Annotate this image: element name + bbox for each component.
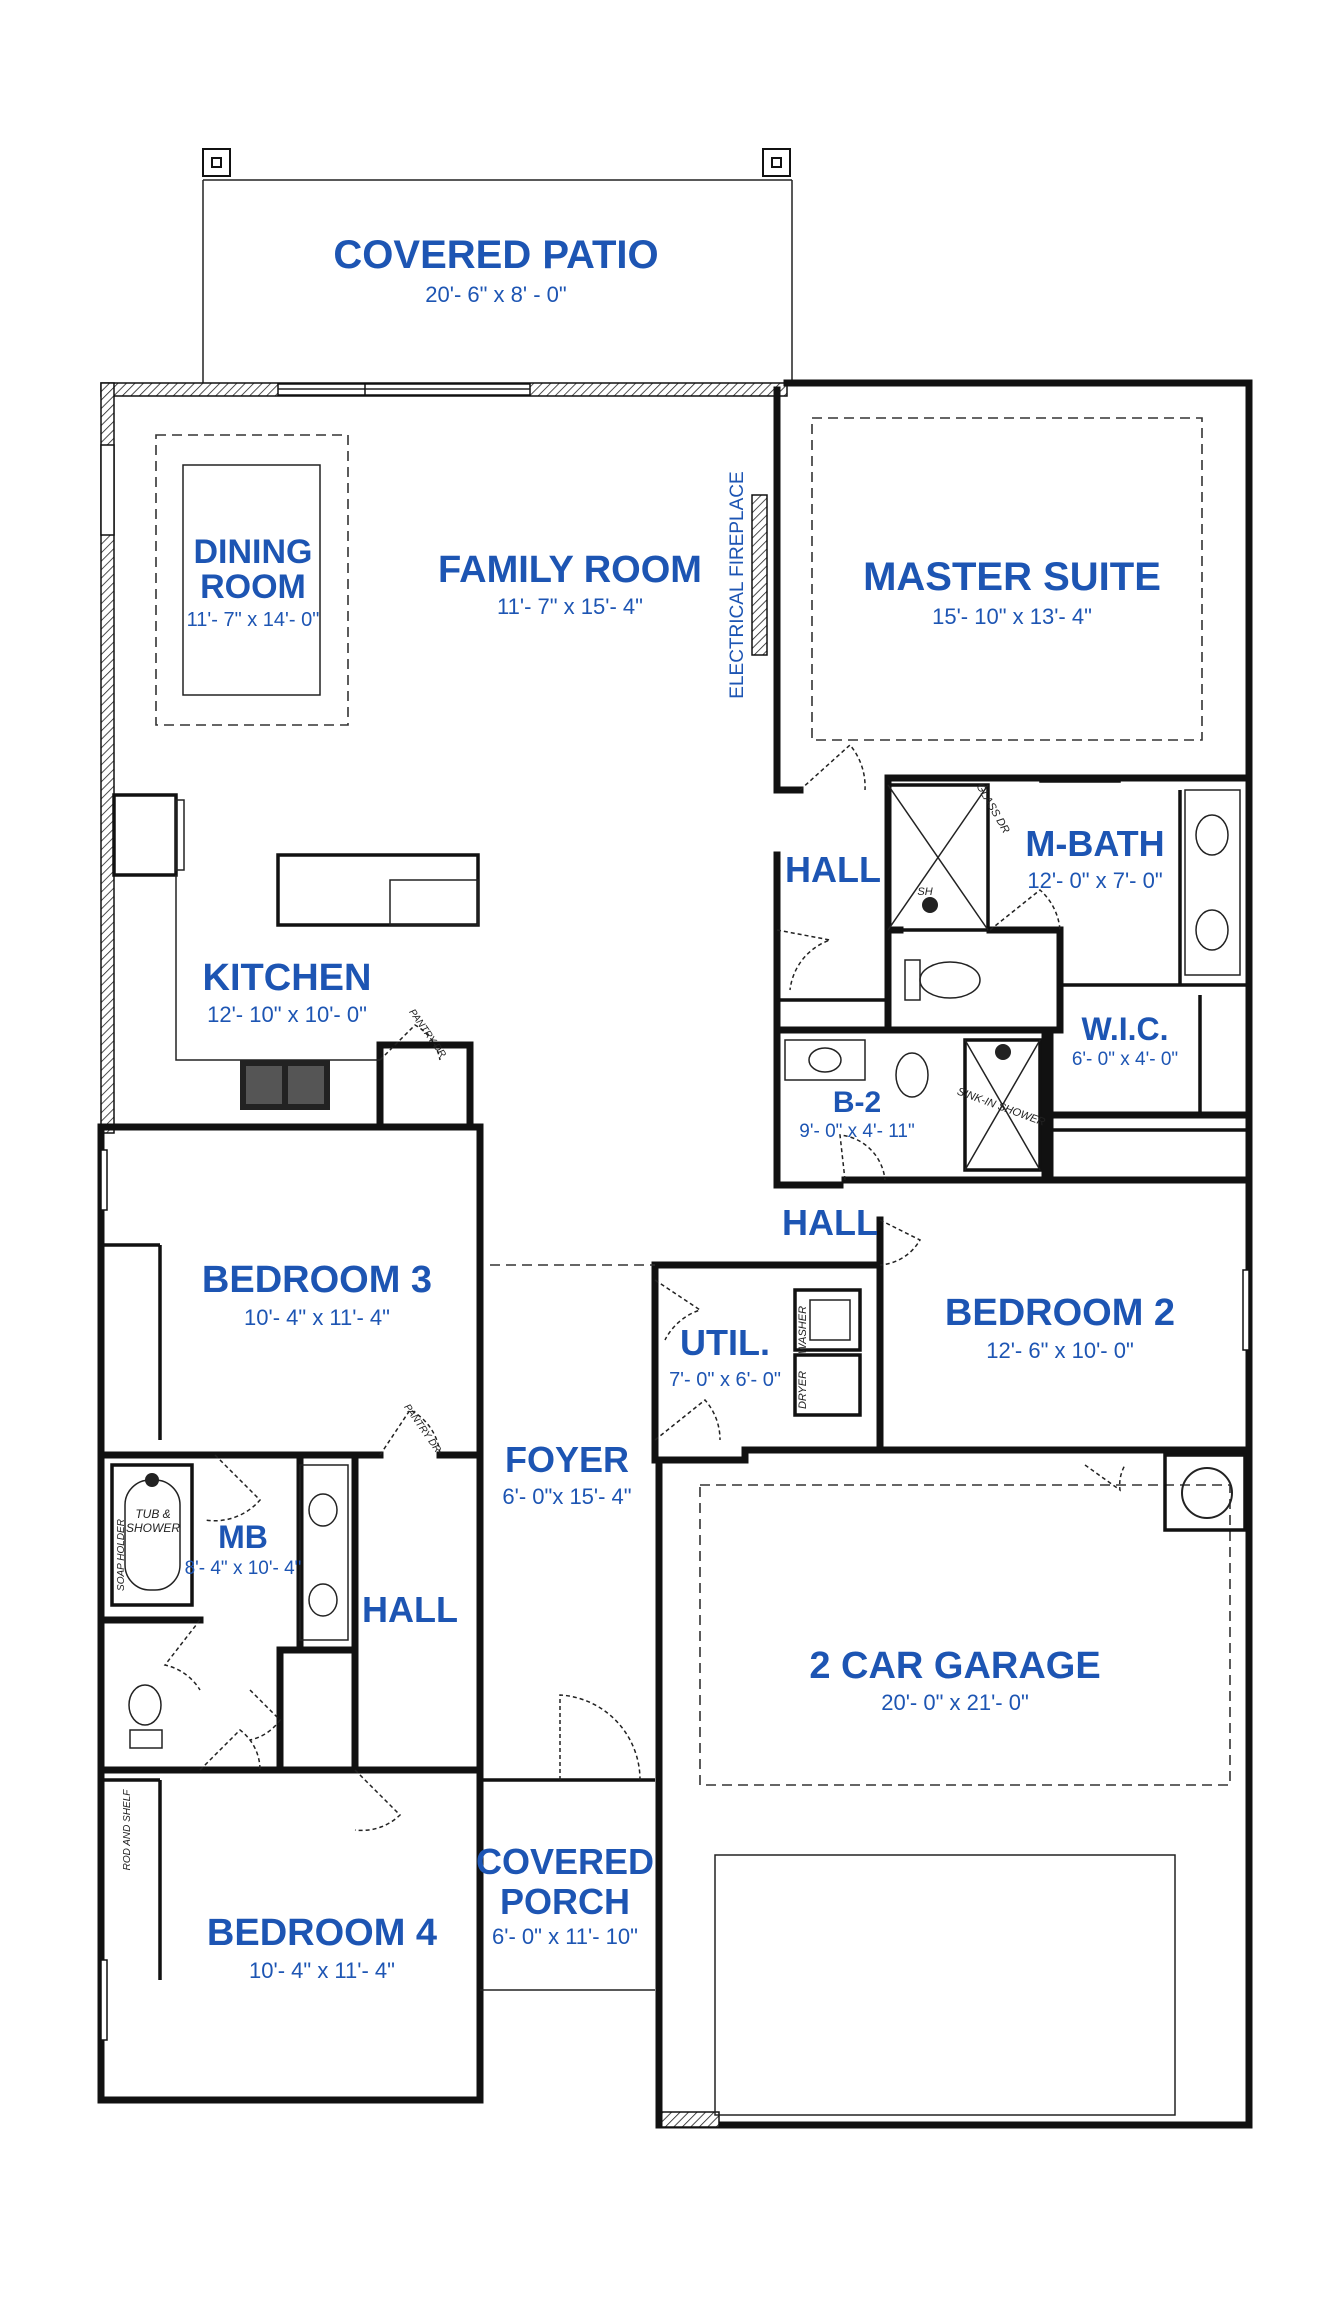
fireplace-label: ELECTRICAL FIREPLACE xyxy=(727,471,748,698)
foyer-dim: 6'- 0"x 15'- 4" xyxy=(502,1484,631,1509)
bedroom4-dim: 10'- 4" x 11'- 4" xyxy=(249,1958,395,1983)
dryer-label: DRYER xyxy=(797,1371,809,1409)
kitchen-sink xyxy=(389,879,479,926)
kitchen-island xyxy=(276,853,480,927)
garage-dim: 20'- 0" x 21'- 0" xyxy=(881,1690,1029,1715)
b2-fixtures xyxy=(784,1038,1042,1172)
mb-fixtures xyxy=(110,1453,1247,1749)
covered-porch-name-1: COVERED xyxy=(476,1841,654,1882)
covered-porch-dim: 6'- 0" x 11'- 10" xyxy=(492,1924,638,1949)
mbath-fixtures xyxy=(886,783,1241,1001)
rod-shelf-label: ROD AND SHELF xyxy=(122,1789,133,1871)
sink-shower-label: SINK-IN SHOWER xyxy=(955,1086,1046,1129)
mb-name: MB xyxy=(218,1519,268,1555)
wic-dim: 6'- 0" x 4'- 0" xyxy=(1072,1049,1178,1070)
bedroom3-name: BEDROOM 3 xyxy=(202,1259,432,1301)
kitchen-dim: 12'- 10" x 10'- 0" xyxy=(207,1002,367,1027)
pantry-dr-label-2: PANTRY DR xyxy=(401,1402,442,1455)
m-bath-dim: 12'- 0" x 7'- 0" xyxy=(1027,868,1162,893)
door-swings xyxy=(163,743,1126,1832)
tub-shower-label-1: TUB & xyxy=(135,1507,170,1521)
foyer-name: FOYER xyxy=(505,1439,629,1480)
kitchen-name: KITCHEN xyxy=(203,957,372,999)
hall-mid-name: HALL xyxy=(782,1202,878,1243)
pantry-dr-label-1: PANTRY DR xyxy=(406,1007,447,1060)
washer-label: WASHER xyxy=(797,1306,809,1354)
covered-porch-name-2: PORCH xyxy=(500,1881,630,1922)
bedroom2-name: BEDROOM 2 xyxy=(945,1292,1175,1334)
kitchen-fixtures xyxy=(112,793,480,1110)
family-room-name: FAMILY ROOM xyxy=(438,549,702,591)
covered-patio-outline xyxy=(202,148,793,383)
bedroom3-dim: 10'- 4" x 11'- 4" xyxy=(244,1305,390,1330)
mb-dim: 8'- 4" x 10'- 4" xyxy=(185,1558,302,1579)
dining-room-name-2: ROOM xyxy=(200,568,306,606)
patio-post-right xyxy=(762,148,791,177)
covered-patio-dim: 20'- 6" x 8' - 0" xyxy=(425,282,566,307)
bedroom2-dim: 12'- 6" x 10'- 0" xyxy=(986,1338,1134,1363)
wic-name: W.I.C. xyxy=(1081,1011,1168,1047)
b2-dim: 9'- 0" x 4'- 11" xyxy=(799,1121,914,1142)
bedroom4-name: BEDROOM 4 xyxy=(207,1912,437,1954)
m-bath-name: M-BATH xyxy=(1025,823,1164,864)
dining-room-name-1: DINING xyxy=(194,533,313,571)
hall-left-name: HALL xyxy=(362,1589,458,1630)
glass-dr-label: GLASS DR xyxy=(973,781,1011,835)
room-labels: COVERED PATIO 20'- 6" x 8' - 0" DINING R… xyxy=(185,233,1179,1983)
sh-label: SH xyxy=(917,886,932,898)
soap-holder-label: SOAP HOLDER xyxy=(116,1519,127,1591)
hall-top-name: HALL xyxy=(785,849,881,890)
util-dim: 7'- 0" x 6'- 0" xyxy=(669,1369,781,1391)
tub-shower-label-2: SHOWER xyxy=(126,1521,180,1535)
windows xyxy=(100,383,1250,2041)
covered-patio-name: COVERED PATIO xyxy=(333,233,658,277)
garage-name: 2 CAR GARAGE xyxy=(809,1645,1100,1687)
master-suite-name: MASTER SUITE xyxy=(863,555,1161,599)
b2-name: B-2 xyxy=(833,1086,881,1119)
family-room-dim: 11'- 7" x 15'- 4" xyxy=(497,594,643,619)
interior-walls xyxy=(97,386,1253,2129)
util-fixtures xyxy=(793,1288,862,1417)
fireplace xyxy=(751,494,768,656)
util-name: UTIL. xyxy=(680,1322,770,1363)
master-suite-dim: 15'- 10" x 13'- 4" xyxy=(932,604,1092,629)
ceiling-outlines xyxy=(155,417,1231,2116)
exterior-walls xyxy=(97,379,1253,2129)
dining-room-dim: 11'- 7" x 14'- 0" xyxy=(187,609,320,631)
